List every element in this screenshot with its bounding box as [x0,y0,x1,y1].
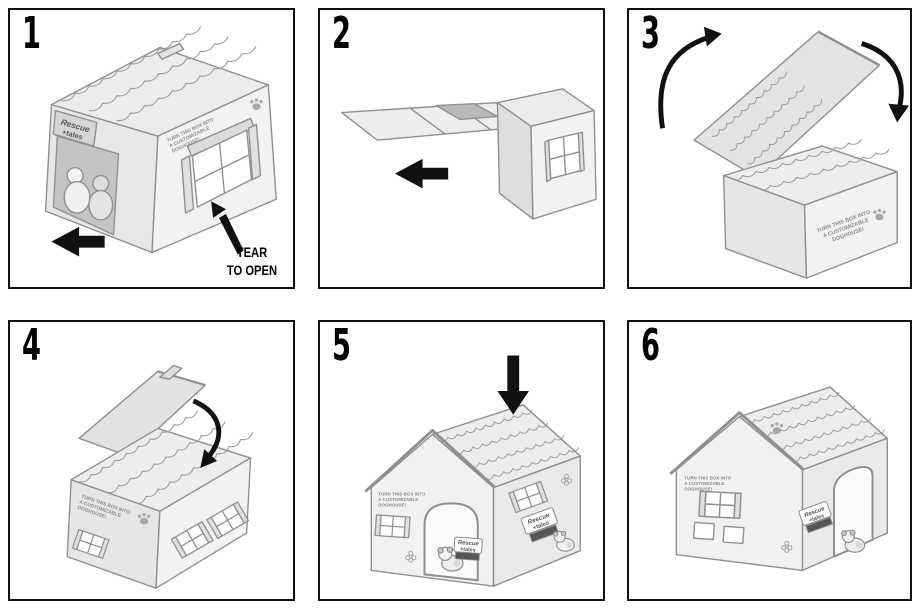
doorway-arch [423,502,479,582]
tagline-line: A CUSTOMIZABLE [378,497,418,502]
step-panel-2: 2 [318,8,605,289]
window-mullion [549,151,580,161]
sign-brand-bottom: +tales [809,513,826,524]
step-number-6: 6 [641,320,660,371]
step-panel-4: 4 TURN THIS BOX INTO A CUSTOMIZABLE DOGH… [8,320,295,601]
tear-label-line1: TEAR [236,244,268,260]
tear-to-open-label: TEAR TO OPEN [215,243,289,279]
step-panel-6: 6 Rescue +tales [627,320,912,601]
window-shutter-left [180,155,195,214]
small-window [692,521,716,541]
fold-arrow-right-head [888,103,909,123]
window [374,514,411,539]
sign-board [520,507,558,535]
tagline-text: TURN THIS BOX INTO A CUSTOMIZABLE DOGHOU… [378,491,426,507]
puppy-body [63,180,91,214]
tear-arrow-head [211,201,226,218]
brand-plate [52,109,98,147]
close-flap-arrow [192,398,222,460]
illustration-step-1: Rescue +tales TURN THIS BOX INTO A CUSTO… [44,25,277,257]
fold-arrow-left [658,35,709,129]
side-sign: Rescue +tales [520,507,559,543]
illustration-step-6: Rescue +tales TURN THIS BOX INTO A CUSTO… [669,386,888,572]
tagline-line: DOGHOUSE! [378,502,406,507]
flap-tab [159,364,183,380]
illustration-step-4: TURN THIS BOX INTO A CUSTOMIZABLE DOGHOU… [66,364,255,589]
sign-banner [454,551,480,561]
step-number-4: 4 [22,320,41,371]
illustration-step-5: Rescue +tales Rescue +tales TURN THIS BO… [364,355,581,587]
opened-box [341,88,597,220]
roof-panel-edge [817,30,881,67]
closed-box [44,25,277,254]
window [698,490,742,520]
step-panel-3: 3 TURN THIS BOX INTO A CUSTOMIZABLE DOGH… [627,8,912,289]
sign-brand-top: Rescue [458,540,480,548]
window-shutter-right [247,123,262,181]
sign-brand-bottom: +tales [460,547,476,554]
tagline-line: TURN THIS BOX INTO [378,491,426,496]
illustration-step-2 [341,88,597,220]
roof-front-overhang [669,411,810,475]
side-sign: Rescue +tales [798,501,834,534]
step-number-1: 1 [22,8,41,59]
illustration-step-3: TURN THIS BOX INTO A CUSTOMIZABLE DOGHOU… [658,26,909,279]
tagline-line: TURN THIS BOX INTO [684,476,732,481]
move-left-arrow [394,158,449,189]
tear-arrow [211,201,244,255]
step-panel-1: 1 [8,8,295,289]
box-flap-tab [157,42,185,60]
step-number-3: 3 [641,8,660,59]
step-number-2: 2 [332,8,351,59]
step-number-5: 5 [332,320,351,371]
box-with-roof-panel [693,30,898,279]
sign-board [798,501,832,526]
move-left-arrow [51,226,105,257]
door-sign: Rescue +tales [453,536,483,561]
small-window [722,525,745,545]
sign-brand-bottom: +tales [532,520,551,532]
tear-arrow-shaft [219,214,244,255]
box-right-face [803,170,898,279]
fold-arrow-left-head [703,26,722,47]
sign-banner [528,524,559,543]
tagline-line: A CUSTOMIZABLE [684,481,724,486]
step-panel-5: 5 Rescue +tales [318,320,605,601]
tagline-line: DOGHOUSE! [684,487,712,492]
window-mullion [194,154,250,183]
flap-crease [410,108,446,135]
finished-doghouse [669,386,888,572]
tagline-text: TURN THIS BOX INTO A CUSTOMIZABLE DOGHOU… [684,476,732,492]
close-flap-arrow-head [200,449,218,468]
sign-banner [805,516,834,534]
press-down-arrow [497,355,530,415]
puppy-body [88,189,114,221]
box-with-open-flap [66,364,255,589]
tear-label-line2: TO OPEN [226,262,278,279]
roof-front-overhang [364,428,501,493]
fold-arrow-right [860,41,904,110]
puppy-head [92,174,110,193]
